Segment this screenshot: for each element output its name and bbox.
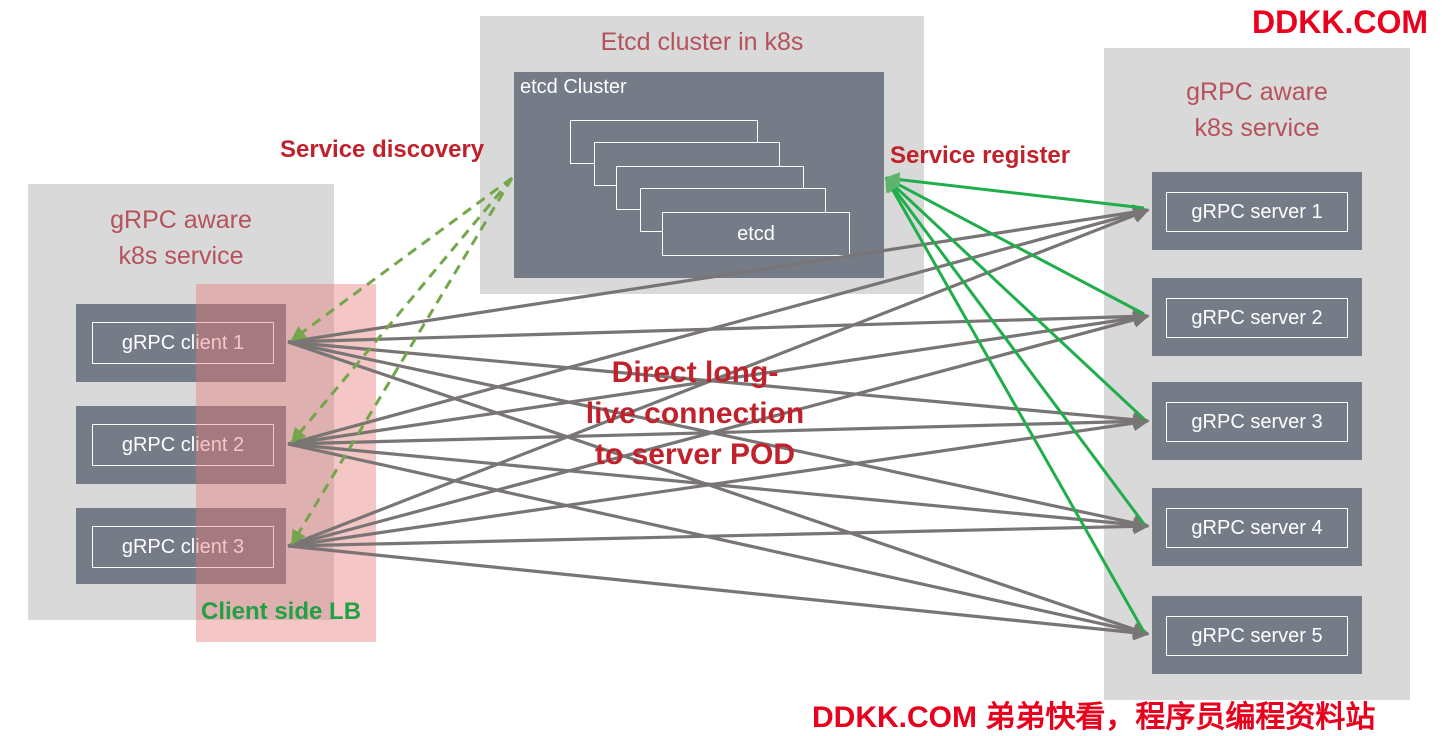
etcd-cluster-label: etcd Cluster bbox=[520, 76, 627, 98]
server-label-2: gRPC server 2 bbox=[1166, 298, 1348, 338]
service-register-label: Service register bbox=[890, 142, 1071, 169]
service-discovery-label: Service discovery bbox=[280, 136, 485, 163]
client-label-3: gRPC client 3 bbox=[92, 526, 274, 568]
discovery-arrow-client3 bbox=[290, 177, 514, 546]
server-service-panel: gRPC aware k8s service bbox=[1104, 48, 1410, 700]
server-label-5: gRPC server 5 bbox=[1166, 616, 1348, 656]
client-box-3: gRPC client 3 bbox=[76, 508, 286, 584]
connection-client3-server3 bbox=[287, 415, 1150, 548]
connection-client2-server1 bbox=[287, 206, 1150, 446]
discovery-arrow-client1 bbox=[290, 176, 513, 342]
connection-client1-server5 bbox=[287, 340, 1150, 637]
register-arrow-server5 bbox=[884, 176, 1146, 633]
client-side-lb-label: Client side LB bbox=[201, 598, 362, 625]
client-label-1: gRPC client 1 bbox=[92, 322, 274, 364]
connection-client3-server4 bbox=[287, 518, 1150, 548]
register-arrow-server1 bbox=[884, 172, 1145, 210]
client-side-lb-region bbox=[196, 284, 376, 642]
server-box-4: gRPC server 4 bbox=[1152, 488, 1362, 566]
server-label-1: gRPC server 1 bbox=[1166, 192, 1348, 232]
client-box-2: gRPC client 2 bbox=[76, 406, 286, 484]
etcd-panel-title: Etcd cluster in k8s bbox=[600, 28, 804, 56]
client-panel-title-line2: k8s service bbox=[118, 242, 244, 270]
discovery-arrow-client2 bbox=[290, 177, 514, 444]
server-box-5: gRPC server 5 bbox=[1152, 596, 1362, 674]
server-panel-title-line1: gRPC aware bbox=[1186, 78, 1328, 106]
server-box-3: gRPC server 3 bbox=[1152, 382, 1362, 460]
client-box-1: gRPC client 1 bbox=[76, 304, 286, 382]
server-panel-title-line2: k8s service bbox=[1194, 114, 1320, 142]
watermark-bottom: DDKK.COM 弟弟快看，程序员编程资料站 bbox=[812, 701, 1376, 734]
direct-connection-line1: Direct long- bbox=[611, 356, 779, 389]
client-label-2: gRPC client 2 bbox=[92, 424, 274, 466]
register-arrow-server2 bbox=[884, 176, 1145, 316]
etcd-cluster-panel: Etcd cluster in k8s etcd Cluster etcd bbox=[480, 16, 924, 294]
connection-client3-server5 bbox=[287, 544, 1150, 641]
register-arrow-server4 bbox=[884, 176, 1146, 525]
connection-client3-server2 bbox=[287, 311, 1150, 548]
server-box-2: gRPC server 2 bbox=[1152, 278, 1362, 356]
direct-connection-line2: live connection bbox=[585, 397, 805, 430]
connection-client2-server5 bbox=[287, 442, 1150, 639]
connection-client1-server2 bbox=[287, 308, 1150, 344]
server-label-3: gRPC server 3 bbox=[1166, 402, 1348, 442]
server-label-4: gRPC server 4 bbox=[1166, 508, 1348, 548]
server-box-1: gRPC server 1 bbox=[1152, 172, 1362, 250]
etcd-node: etcd bbox=[662, 212, 850, 256]
connection-client3-server1 bbox=[287, 207, 1150, 548]
watermark-top: DDKK.COM bbox=[1252, 4, 1428, 40]
connection-client1-server1 bbox=[287, 204, 1150, 344]
direct-connection-line3: to server POD bbox=[594, 438, 796, 471]
etcd-cluster-box: etcd Cluster etcd bbox=[514, 72, 884, 278]
direct-connection-label: Direct long- live connection to server P… bbox=[560, 352, 830, 475]
register-arrow-server3 bbox=[884, 176, 1146, 421]
client-panel-title-line1: gRPC aware bbox=[110, 206, 252, 234]
